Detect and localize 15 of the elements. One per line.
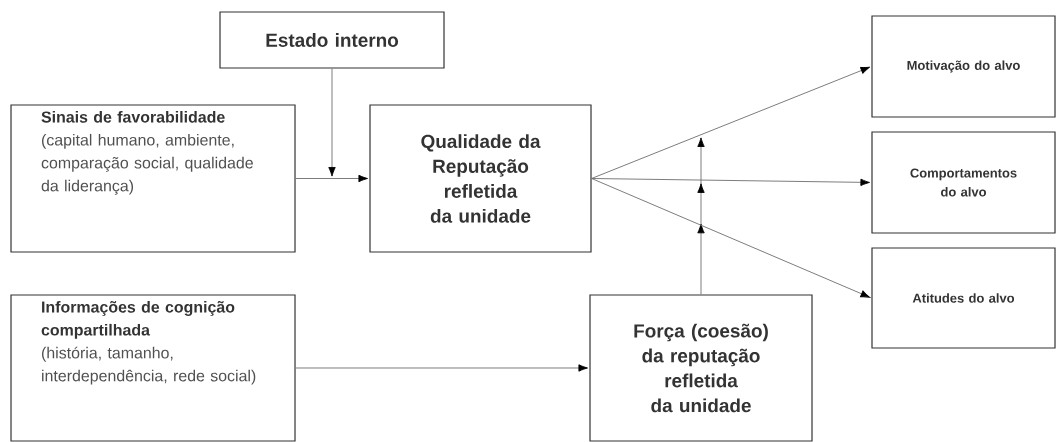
process-box: Força (coesão) da reputação refletida da unidade <box>589 294 813 442</box>
process-box: Atitudes do alvo <box>871 247 1056 349</box>
arrow <box>591 178 871 298</box>
arrow <box>591 178 870 186</box>
arrow <box>295 174 368 183</box>
process-box: Estado interno <box>219 11 445 69</box>
arrow <box>697 137 705 295</box>
process-box: Qualidade da Reputação refletida da unidade <box>369 104 592 253</box>
text-box: Sinais de favorabilidade (capital humano, ambiente, comparação social, qualidade da liderança) <box>10 104 296 253</box>
process-box: Comportamentos do alvo <box>871 131 1056 234</box>
arrow <box>591 66 871 179</box>
arrow <box>328 68 336 177</box>
process-box: Motivação do alvo <box>871 15 1056 118</box>
text-box: Informações de cognição compartilhada (história, tamanho, interdependência, rede social) <box>10 294 296 442</box>
arrow <box>295 364 588 372</box>
